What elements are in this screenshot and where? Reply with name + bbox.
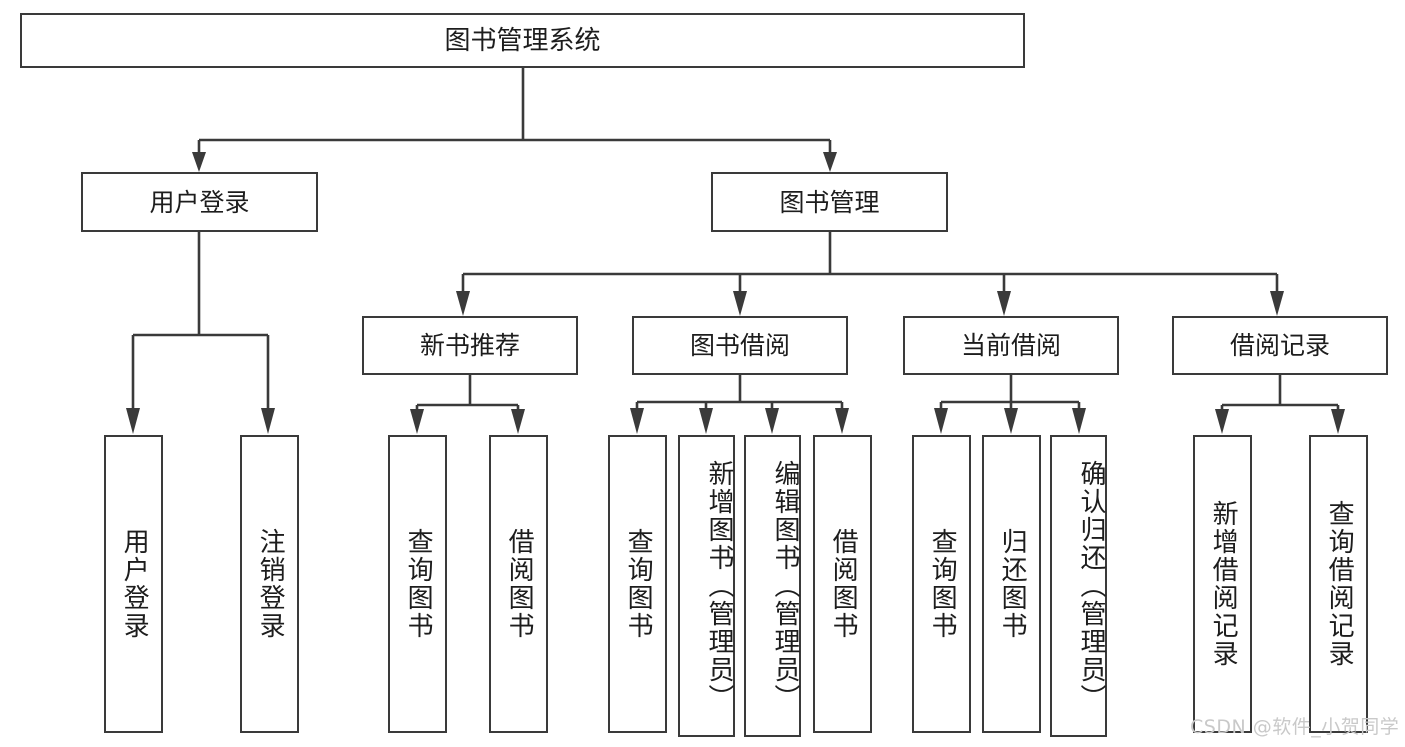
leaf-add-borrow-record-label: 新增借阅记录: [1208, 500, 1239, 668]
node-new-book-recommend[interactable]: 新书推荐: [362, 316, 578, 375]
arrow-leaf-query-book-2: [630, 408, 644, 434]
leaf-logout[interactable]: 注销登录: [240, 435, 299, 733]
leaf-add-book-admin[interactable]: 新增图书（管理员）: [678, 435, 735, 737]
arrow-leaf-user-login: [126, 408, 140, 434]
node-current-borrow-label: 当前借阅: [960, 331, 1061, 360]
arrow-leaf-borrow-book-2: [835, 408, 849, 434]
node-book-management-label: 图书管理: [779, 187, 880, 217]
leaf-edit-book-admin[interactable]: 编辑图书（管理员）: [744, 435, 801, 737]
arrow-leaf-edit-book: [765, 408, 779, 434]
arrow-leaf-logout: [261, 408, 275, 434]
leaf-borrow-book-borrow[interactable]: 借阅图书: [813, 435, 872, 733]
node-borrow-record-label: 借阅记录: [1229, 331, 1330, 360]
leaf-query-book-borrow[interactable]: 查询图书: [608, 435, 667, 733]
arrow-to-book-borrow: [733, 291, 747, 316]
leaf-query-book-recommend-label: 查询图书: [403, 528, 434, 640]
arrow-leaf-query-book-3: [934, 408, 948, 434]
leaf-add-book-admin-label: 新增图书（管理员）: [704, 460, 734, 712]
leaf-query-book-current[interactable]: 查询图书: [912, 435, 971, 733]
leaf-add-borrow-record[interactable]: 新增借阅记录: [1193, 435, 1252, 733]
node-root-book-management-system[interactable]: 图书管理系统: [20, 13, 1025, 68]
node-user-login[interactable]: 用户登录: [81, 172, 318, 232]
node-root-label: 图书管理系统: [444, 25, 601, 56]
arrow-to-new-book: [456, 291, 470, 316]
arrow-to-book-manage: [823, 152, 837, 172]
leaf-query-borrow-record[interactable]: 查询借阅记录: [1309, 435, 1368, 733]
leaf-logout-label: 注销登录: [255, 528, 286, 640]
leaf-query-book-borrow-label: 查询图书: [623, 528, 654, 640]
arrow-leaf-confirm-return: [1072, 408, 1086, 434]
leaf-query-borrow-record-label: 查询借阅记录: [1324, 500, 1355, 668]
arrow-to-current-borrow: [997, 291, 1011, 316]
node-new-book-recommend-label: 新书推荐: [419, 331, 520, 360]
leaf-return-book-label: 归还图书: [997, 528, 1028, 640]
node-book-management[interactable]: 图书管理: [711, 172, 948, 232]
leaf-borrow-book-borrow-label: 借阅图书: [828, 528, 859, 640]
leaf-edit-book-admin-label: 编辑图书（管理员）: [770, 460, 800, 712]
arrow-leaf-query-book-1: [410, 409, 424, 434]
leaf-borrow-book-recommend[interactable]: 借阅图书: [489, 435, 548, 733]
leaf-confirm-return-admin-label: 确认归还（管理员）: [1076, 460, 1106, 712]
arrow-leaf-return-book: [1004, 408, 1018, 434]
leaf-return-book[interactable]: 归还图书: [982, 435, 1041, 733]
arrow-leaf-add-record: [1215, 409, 1229, 434]
leaf-user-login-label: 用户登录: [119, 528, 150, 640]
arrow-leaf-add-book: [699, 408, 713, 434]
node-borrow-record[interactable]: 借阅记录: [1172, 316, 1388, 375]
leaf-user-login[interactable]: 用户登录: [104, 435, 163, 733]
csdn-watermark: CSDN @软件_小贺同学: [1190, 716, 1400, 738]
node-book-borrow[interactable]: 图书借阅: [632, 316, 848, 375]
leaf-borrow-book-recommend-label: 借阅图书: [504, 528, 535, 640]
node-book-borrow-label: 图书借阅: [689, 331, 790, 360]
node-current-borrow[interactable]: 当前借阅: [903, 316, 1119, 375]
leaf-query-book-current-label: 查询图书: [927, 528, 958, 640]
arrow-to-user-login: [192, 152, 206, 172]
node-user-login-label: 用户登录: [149, 187, 250, 217]
arrow-leaf-query-record: [1331, 409, 1345, 434]
arrow-to-borrow-record: [1270, 291, 1284, 316]
leaf-confirm-return-admin[interactable]: 确认归还（管理员）: [1050, 435, 1107, 737]
leaf-query-book-recommend[interactable]: 查询图书: [388, 435, 447, 733]
arrow-leaf-borrow-book-1: [511, 409, 525, 434]
